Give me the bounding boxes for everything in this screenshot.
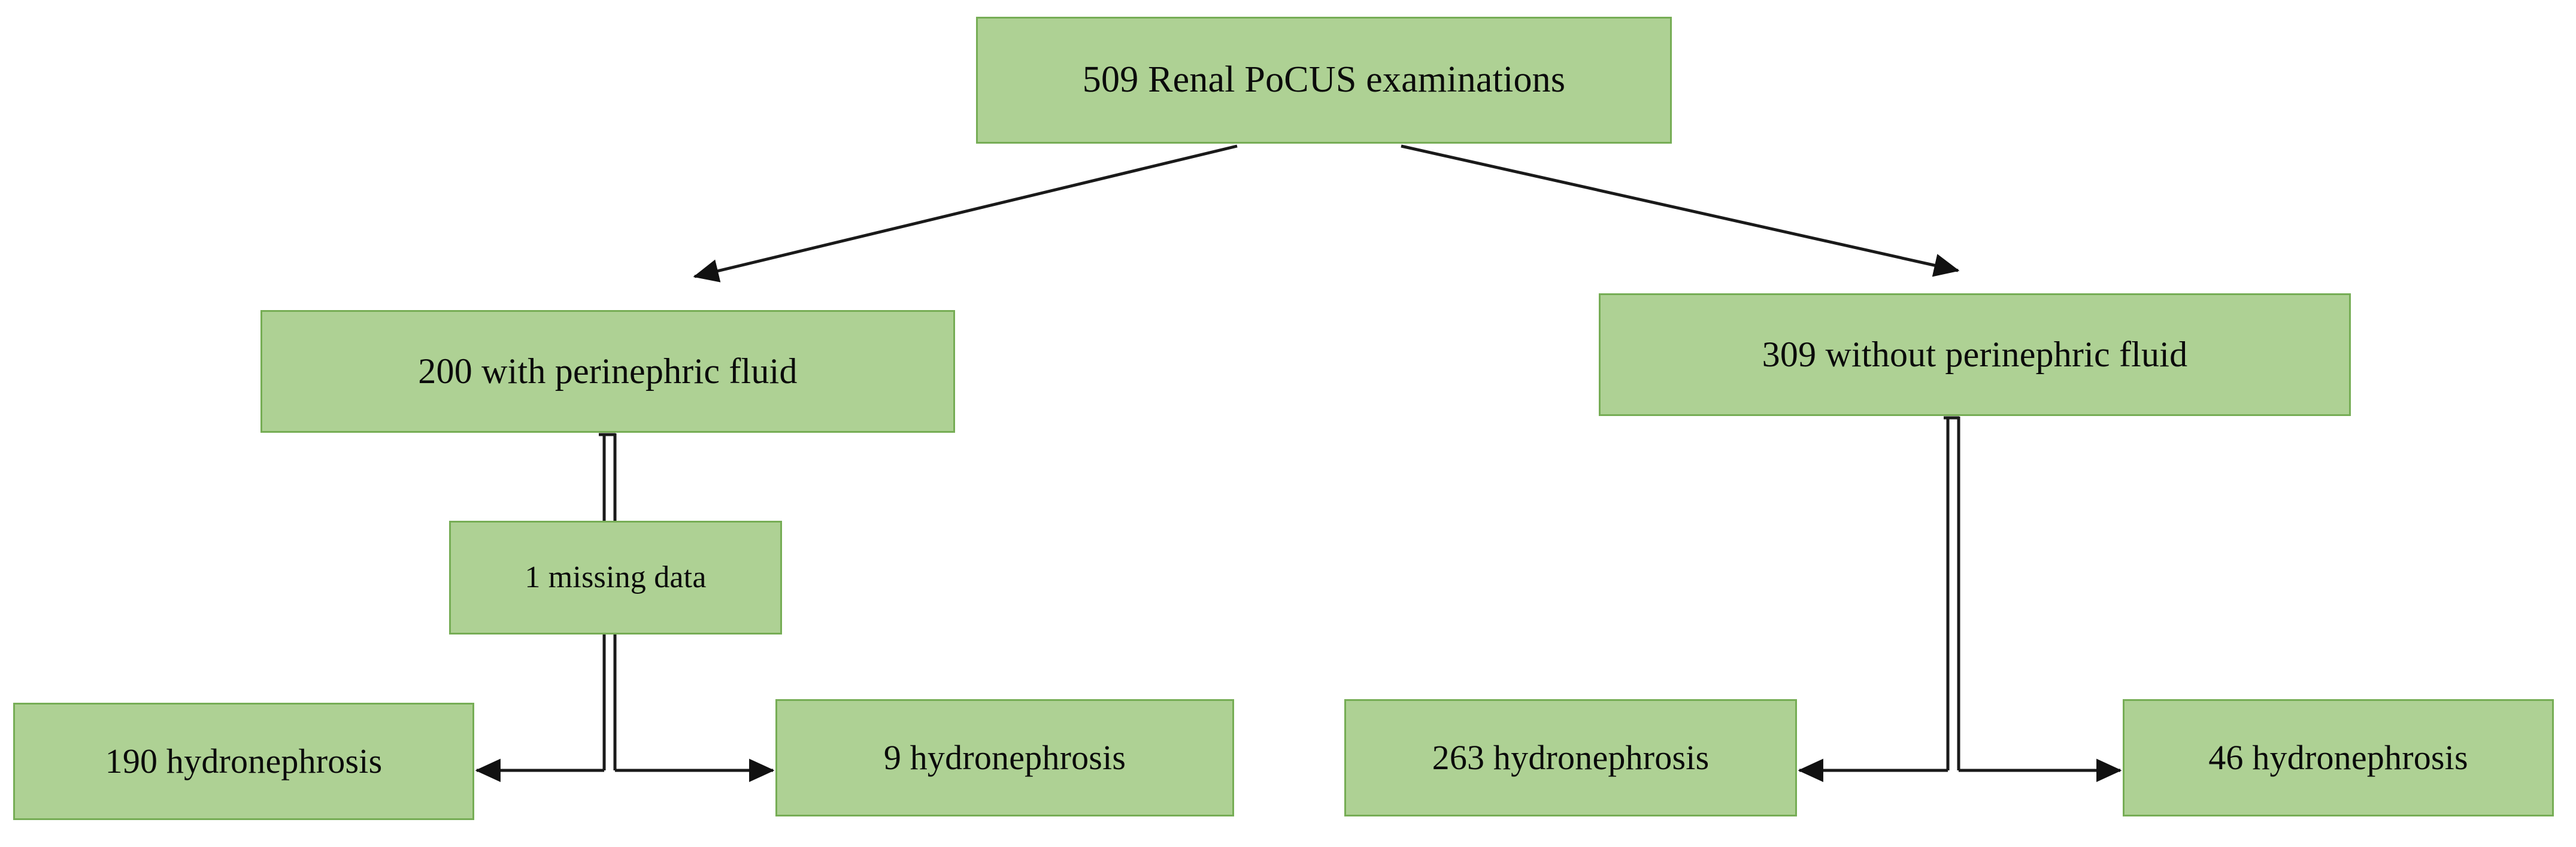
node-without-fluid-hydronephrosis-label: 263 hydronephrosis: [1432, 737, 1710, 777]
node-with-fluid-no-hydronephrosis-label: 9 hydronephrosis: [883, 737, 1126, 777]
edge-without-fluid-trunk: [1944, 416, 1960, 770]
node-root[interactable]: 509 Renal PoCUS examinations: [976, 17, 1672, 144]
node-with-fluid-no-hydronephrosis[interactable]: 9 hydronephrosis: [775, 699, 1234, 816]
node-with-fluid-hydronephrosis-label: 190 hydronephrosis: [105, 741, 383, 781]
node-without-fluid-hydronephrosis[interactable]: 263 hydronephrosis: [1344, 699, 1797, 816]
node-with-perinephric-fluid-label: 200 with perinephric fluid: [418, 351, 798, 391]
edge-root-to-without-fluid: [1401, 144, 1960, 277]
edge-root-to-with-fluid: [693, 144, 1238, 283]
node-without-perinephric-fluid-label: 309 without perinephric fluid: [1762, 335, 2188, 374]
node-with-perinephric-fluid[interactable]: 200 with perinephric fluid: [260, 310, 955, 433]
node-missing-data-label: 1 missing data: [525, 560, 707, 595]
node-root-label: 509 Renal PoCUS examinations: [1082, 59, 1566, 101]
node-with-fluid-hydronephrosis[interactable]: 190 hydronephrosis: [13, 703, 474, 820]
node-without-fluid-no-hydronephrosis[interactable]: 46 hydronephrosis: [2123, 699, 2554, 816]
node-without-fluid-no-hydronephrosis-label: 46 hydronephrosis: [2208, 737, 2468, 777]
node-without-perinephric-fluid[interactable]: 309 without perinephric fluid: [1599, 293, 2351, 416]
node-missing-data[interactable]: 1 missing data: [449, 521, 782, 635]
